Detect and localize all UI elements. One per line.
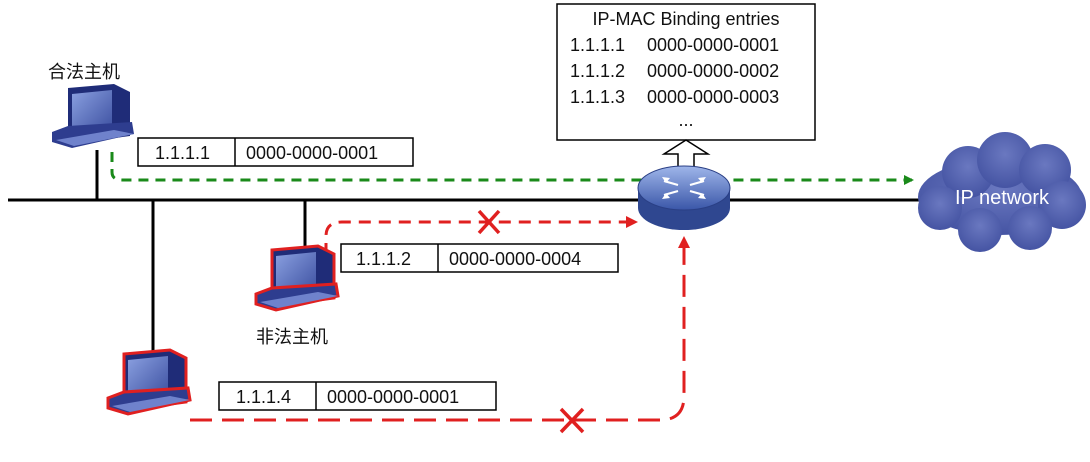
computer-icon: [254, 244, 340, 312]
binding-entry-mac: 0000-0000-0003: [647, 87, 779, 107]
illegal-host-address-box: 1.1.1.2 0000-0000-0004: [340, 243, 619, 273]
legal-host-ip: 1.1.1.1: [155, 143, 210, 163]
binding-entry-ip: 1.1.1.2: [570, 61, 625, 81]
binding-entry-ip: 1.1.1.3: [570, 87, 625, 107]
legal-host-address-box: 1.1.1.1 0000-0000-0001: [137, 137, 414, 167]
illegal-host-ip: 1.1.1.2: [356, 249, 411, 269]
cloud-icon: IP network: [918, 132, 1086, 252]
spoof-host-ip: 1.1.1.4: [236, 387, 291, 407]
switch-icon: [637, 165, 731, 230]
blocked-flow-line-illegal: [324, 216, 638, 255]
binding-table: IP-MAC Binding entries 1.1.1.1 0000-0000…: [556, 3, 816, 141]
blocked-flow-line-spoof: [190, 236, 690, 422]
binding-entry-ip: 1.1.1.1: [570, 35, 625, 55]
allowed-flow-line: [110, 152, 914, 185]
computer-icon: [106, 348, 192, 416]
illegal-host-label: 非法主机: [256, 327, 328, 348]
illegal-host-mac: 0000-0000-0004: [449, 249, 581, 269]
binding-entry-mac: 0000-0000-0001: [647, 35, 779, 55]
cloud-label: IP network: [955, 187, 1050, 209]
legal-host-label: 合法主机: [48, 62, 120, 83]
cross-icon: [477, 209, 501, 235]
computer-icon: [52, 84, 134, 148]
cross-icon: [559, 407, 585, 434]
binding-table-title: IP-MAC Binding entries: [592, 9, 779, 29]
binding-table-ellipsis: ...: [678, 110, 693, 130]
legal-host-mac: 0000-0000-0001: [246, 143, 378, 163]
spoof-host-mac: 0000-0000-0001: [327, 387, 459, 407]
spoof-host-address-box: 1.1.1.4 0000-0000-0001: [218, 381, 497, 411]
binding-entry-mac: 0000-0000-0002: [647, 61, 779, 81]
